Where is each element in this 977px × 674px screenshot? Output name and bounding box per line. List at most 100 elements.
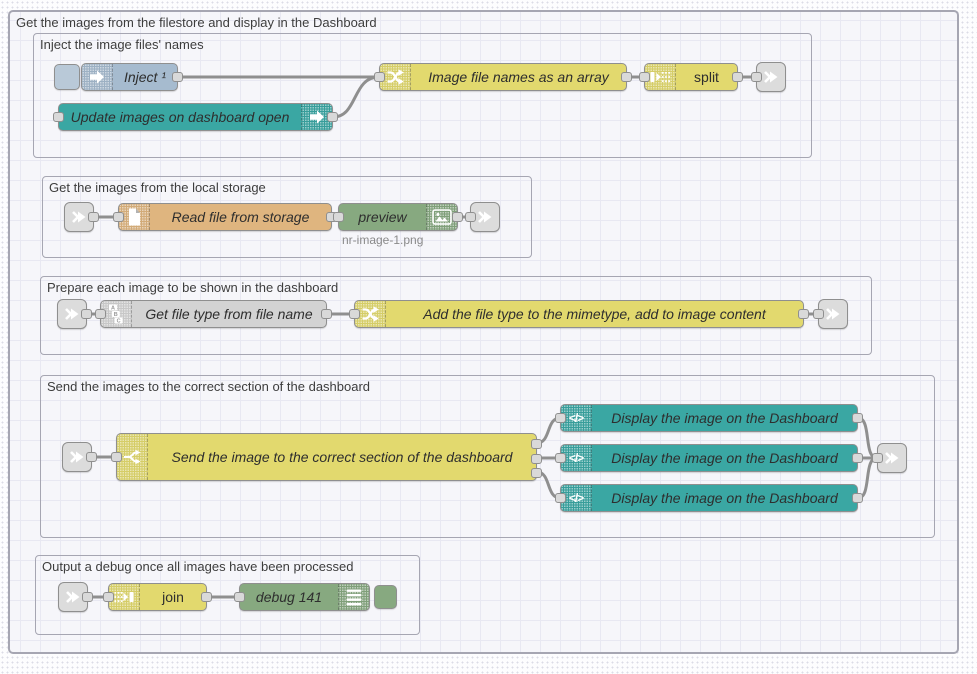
node-label: Add the file type to the mimetype, add t… [423,306,766,322]
inject-arrow-icon [82,64,113,90]
node-label: debug 141 [255,589,323,605]
link-out-node[interactable] [751,62,786,92]
node-update-images[interactable]: Update images on dashboard open [53,103,338,131]
node-label: Display the image on the Dashboard [611,410,838,426]
port-out[interactable] [86,452,97,462]
group-prepare-label: Prepare each image to be shown in the da… [47,280,339,295]
wire[interactable] [331,75,381,119]
node-label: split [694,69,719,85]
switch-fork-icon [117,434,148,480]
node-display-2[interactable]: </> Display the image on the Dashboard [555,444,863,472]
group-send-label: Send the images to the correct section o… [47,379,371,394]
link-in-node[interactable] [57,299,92,329]
node-add-mimetype[interactable]: Add the file type to the mimetype, add t… [349,300,809,328]
change-icon [355,301,386,327]
node-label: Inject ¹ [123,69,166,85]
port-out[interactable] [852,453,863,463]
port-in[interactable] [374,72,385,82]
port-out-2[interactable] [531,454,542,464]
port-out[interactable] [621,72,632,82]
link-in-node[interactable] [64,202,99,232]
port-in[interactable] [103,592,114,602]
group-inject[interactable]: Inject the image files' names [33,33,812,158]
port-in[interactable] [53,112,64,122]
port-in[interactable] [111,452,122,462]
port-out[interactable] [172,72,183,82]
link-out-node[interactable] [465,202,500,232]
port-out[interactable] [81,309,92,319]
node-display-3[interactable]: </> Display the image on the Dashboard [555,484,863,512]
port-out[interactable] [798,309,809,319]
code-icon: </> [561,405,592,431]
port-in[interactable] [751,72,762,82]
node-get-file-type[interactable]: A B C Get file type from file name [95,300,332,328]
node-label: Display the image on the Dashboard [611,490,838,506]
port-in[interactable] [872,453,883,463]
node-split[interactable]: split [639,63,743,91]
port-out[interactable] [452,212,463,222]
port-in[interactable] [349,309,360,319]
port-out-1[interactable] [531,439,542,449]
port-out[interactable] [321,309,332,319]
group-prepare[interactable]: Prepare each image to be shown in the da… [40,276,872,355]
code-icon: </> [561,485,592,511]
link-icon [66,204,92,230]
port-out[interactable] [82,592,93,602]
link-out-node[interactable] [813,299,848,329]
port-in[interactable] [813,309,824,319]
port-in[interactable] [465,212,476,222]
status-text: nr-image-1.png [342,233,424,247]
node-read-file[interactable]: Read file from storage [113,203,337,231]
port-in[interactable] [333,212,344,222]
port-out[interactable] [88,212,99,222]
node-label: Image file names as an array [428,69,609,85]
node-preview[interactable]: preview [333,203,463,231]
svg-text:A: A [111,305,115,311]
group-storage[interactable]: Get the images from the local storage [42,176,532,258]
debug-toggle-button[interactable] [374,585,397,609]
port-out[interactable] [201,592,212,602]
group-inject-label: Inject the image files' names [40,37,204,52]
wire[interactable] [856,456,879,500]
link-out-node[interactable] [872,443,907,473]
port-in[interactable] [555,493,566,503]
port-out[interactable] [732,72,743,82]
link-icon [59,301,85,327]
wire[interactable] [856,416,879,460]
node-label: Display the image on the Dashboard [611,450,838,466]
port-in[interactable] [555,453,566,463]
port-in[interactable] [95,309,106,319]
node-label: Send the image to the correct section of… [171,449,513,465]
port-in[interactable] [639,72,650,82]
port-out[interactable] [852,413,863,423]
link-in-node[interactable] [62,442,97,472]
join-icon [109,584,140,610]
link-icon [758,64,784,90]
link-in-node[interactable] [58,582,93,612]
port-out[interactable] [852,493,863,503]
group-send[interactable]: Send the images to the correct section o… [40,375,935,538]
svg-text:C: C [117,318,121,324]
node-join[interactable]: join [103,583,212,611]
port-out[interactable] [327,112,338,122]
port-out-3[interactable] [531,468,542,478]
group-outer-label: Get the images from the filestore and di… [16,15,377,30]
node-debug[interactable]: debug 141 [234,583,370,611]
port-in[interactable] [234,592,245,602]
link-icon [472,204,498,230]
node-display-1[interactable]: </> Display the image on the Dashboard [555,404,863,432]
node-switch[interactable]: Send the image to the correct section of… [111,433,542,481]
node-inject[interactable]: Inject ¹ [81,63,183,91]
link-icon [820,301,846,327]
port-in[interactable] [113,212,124,222]
node-image-file-names[interactable]: Image file names as an array [374,63,632,91]
node-label: Update images on dashboard open [70,109,290,125]
group-storage-label: Get the images from the local storage [49,180,266,195]
port-in[interactable] [555,413,566,423]
ui-control-arrow-icon [301,104,332,130]
group-output[interactable]: Output a debug once all images have been… [35,555,420,635]
inject-trigger-button[interactable] [54,64,80,90]
debug-list-icon [338,584,369,610]
split-icon [645,64,676,90]
